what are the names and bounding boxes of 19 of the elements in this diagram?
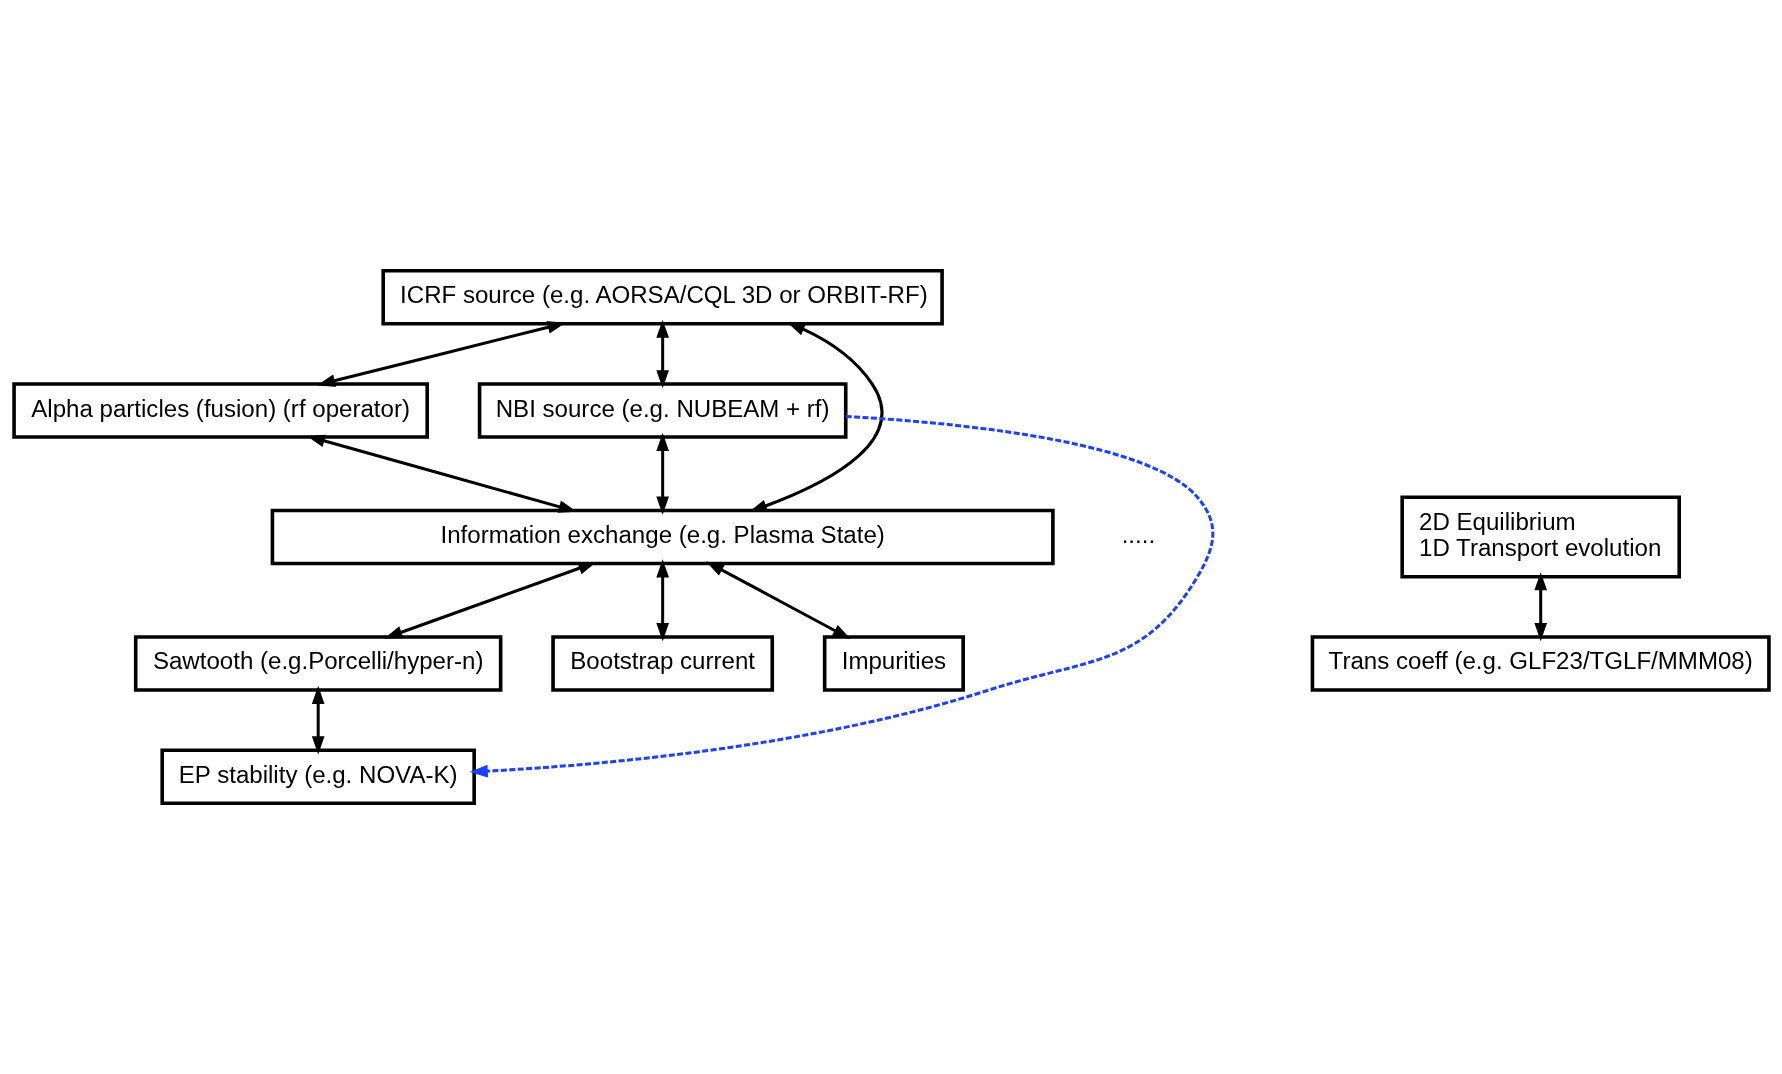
arrow [655, 559, 669, 642]
node-box: Sawtooth (e.g.Porcelli/hyper-n) [133, 635, 502, 692]
arrow [655, 432, 669, 515]
arrow [705, 561, 851, 640]
node-box: NBI source (e.g. NUBEAM + rf) [477, 382, 848, 439]
arrow [383, 562, 596, 639]
node-box: ICRF source (e.g. AORSA/CQL 3D or ORBIT-RF) [380, 269, 944, 326]
node-box: 2D Equilibrium 1D Transport evolution [1399, 495, 1681, 579]
arrow [1533, 572, 1547, 642]
arrow [311, 685, 325, 755]
node-box: Trans coeff (e.g. GLF23/TGLF/MMM08) [1310, 635, 1771, 692]
label: ..... [1121, 521, 1155, 549]
node-box: EP stability (e.g. NOVA-K) [159, 748, 476, 805]
arrow [655, 319, 669, 389]
node-box: Impurities [822, 635, 965, 692]
node-box: Bootstrap current [550, 635, 774, 692]
arrow [469, 414, 1214, 778]
node-box: Information exchange (e.g. Plasma State) [270, 508, 1055, 566]
node-box: Alpha particles (fusion) (rf operator) [11, 382, 429, 439]
